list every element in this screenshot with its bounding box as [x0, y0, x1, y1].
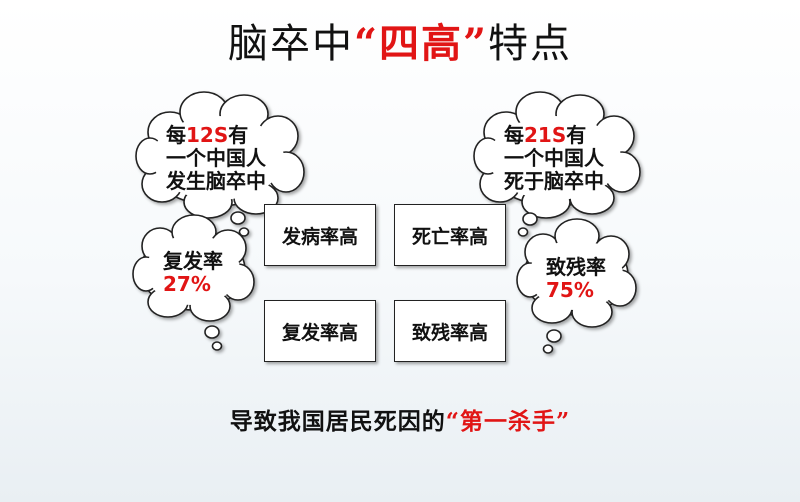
bubble-text-bottom-right: 致残率 75% [546, 256, 606, 302]
bubble-line: 每12S有 [166, 124, 266, 147]
bubble-text-top-left: 每12S有 一个中国人 发生脑卒中 [166, 124, 266, 193]
bubble-number: 21S [524, 123, 567, 147]
box-recurrence-rate: 复发率高 [264, 300, 376, 362]
bubble-value: 75% [546, 278, 594, 302]
bubble-label: 复发率 [163, 249, 223, 273]
box-disability-rate: 致残率高 [394, 300, 506, 362]
bubble-line: 发生脑卒中 [166, 169, 266, 193]
bubble-label: 致残率 [546, 255, 606, 279]
bubble-text-top-right: 每21S有 一个中国人 死于脑卒中 [504, 124, 604, 193]
footer-text: 导致我国居民死因的 [229, 409, 446, 435]
bubble-number: 12S [186, 123, 229, 147]
title-close-quote: ” [463, 20, 489, 67]
bubble-line: 一个中国人 [166, 146, 266, 170]
footer-caption: 导致我国居民死因的“第一杀手” [0, 402, 800, 436]
title-open-quote: “ [353, 20, 379, 67]
footer-open-quote: “ [445, 408, 460, 435]
title-suffix: 特点 [488, 21, 573, 67]
bubble-line: 每21S有 [504, 124, 604, 147]
bubble-value: 27% [163, 272, 211, 296]
bubble-line1-prefix: 每 [504, 123, 524, 147]
footer-close-quote: ” [556, 408, 571, 435]
bubble-text-bottom-left: 复发率 27% [163, 250, 223, 296]
box-mortality-rate: 死亡率高 [394, 204, 506, 266]
bubble-line1-suffix: 有 [228, 123, 249, 147]
box-incidence-rate: 发病率高 [264, 204, 376, 266]
bubble-line: 死于脑卒中 [504, 169, 604, 193]
page-title: 脑卒中“四高”特点 [0, 20, 800, 67]
title-prefix: 脑卒中 [227, 21, 354, 67]
bubble-line: 一个中国人 [504, 146, 604, 170]
title-highlight: 四高 [379, 20, 463, 67]
bubble-line1-suffix: 有 [566, 123, 587, 147]
bubble-line1-prefix: 每 [166, 123, 186, 147]
footer-highlight: 第一杀手 [460, 408, 556, 435]
